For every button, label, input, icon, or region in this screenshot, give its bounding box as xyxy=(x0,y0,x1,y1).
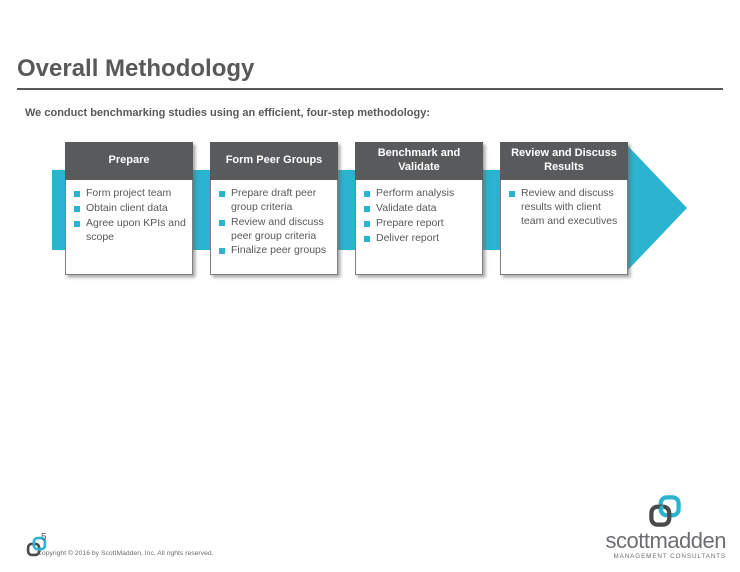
step-bullet: Perform analysis xyxy=(363,187,477,201)
step-bullet: Review and discuss results with client t… xyxy=(508,187,622,229)
scottmadden-logo: scottmadden MANAGEMENT CONSULTANTS xyxy=(605,494,727,561)
step-bullet: Review and discuss peer group criteria xyxy=(218,216,332,244)
step-bullet-list: Prepare draft peer group criteria Review… xyxy=(211,179,337,274)
step-bullet: Agree upon KPIs and scope xyxy=(73,217,187,245)
step-bullet-text: Obtain client data xyxy=(86,201,168,214)
step-bullet-text: Review and discuss results with client t… xyxy=(521,187,618,227)
step-header: Benchmark and Validate xyxy=(355,142,483,180)
step-bullet-text: Finalize peer groups xyxy=(231,244,327,257)
bullet-square-icon xyxy=(364,220,370,227)
process-arrow-head-icon xyxy=(627,145,687,271)
step-bullet-text: Prepare report xyxy=(376,216,444,229)
slide-subtitle: We conduct benchmarking studies using an… xyxy=(25,107,430,119)
step-bullet: Validate data xyxy=(363,202,477,216)
step-bullet-text: Perform analysis xyxy=(376,187,455,199)
step-box-review-discuss: Review and Discuss Results Review and di… xyxy=(500,142,628,275)
step-bullet: Prepare draft peer group criteria xyxy=(218,187,332,215)
step-bullet-text: Review and discuss peer group criteria xyxy=(231,215,324,242)
bullet-square-icon xyxy=(364,191,370,197)
step-bullet: Deliver report xyxy=(363,232,477,246)
bullet-square-icon xyxy=(74,191,80,197)
step-bullet-list: Perform analysis Validate data Prepare r… xyxy=(356,179,482,274)
bullet-square-icon xyxy=(219,191,225,197)
bullet-square-icon xyxy=(364,235,370,242)
bullet-square-icon xyxy=(74,205,80,212)
step-box-form-peer-groups: Form Peer Groups Prepare draft peer grou… xyxy=(210,142,338,275)
scottmadden-mark-icon xyxy=(26,536,47,557)
step-header: Form Peer Groups xyxy=(210,142,338,180)
step-bullet-text: Prepare draft peer group criteria xyxy=(231,187,317,213)
step-header: Review and Discuss Results xyxy=(500,142,628,180)
step-box-prepare: Prepare Form project team Obtain client … xyxy=(65,142,193,275)
bullet-square-icon xyxy=(219,219,225,226)
bullet-square-icon xyxy=(74,220,80,227)
copyright-text: Copyright © 2016 by ScottMadden, Inc. Al… xyxy=(37,550,214,557)
step-bullet-text: Form project team xyxy=(86,187,172,199)
brand-name: scottmadden xyxy=(605,528,727,553)
bullet-square-icon xyxy=(509,191,515,197)
step-bullet: Form project team xyxy=(73,187,187,201)
bullet-square-icon xyxy=(364,205,370,212)
step-bullet: Prepare report xyxy=(363,217,477,231)
title-divider xyxy=(17,88,723,90)
page-title: Overall Methodology xyxy=(17,55,255,82)
step-bullet: Finalize peer groups xyxy=(218,244,332,258)
page-number: 5 xyxy=(41,532,47,543)
step-bullet-text: Validate data xyxy=(376,201,437,214)
step-bullet-text: Agree upon KPIs and scope xyxy=(86,216,186,243)
step-bullet: Obtain client data xyxy=(73,202,187,216)
brand-tagline: MANAGEMENT CONSULTANTS xyxy=(613,553,726,561)
bullet-square-icon xyxy=(219,248,225,255)
scottmadden-logo-icon xyxy=(649,495,681,527)
step-box-benchmark-validate: Benchmark and Validate Perform analysis … xyxy=(355,142,483,275)
step-header: Prepare xyxy=(65,142,193,180)
step-bullet-list: Review and discuss results with client t… xyxy=(501,179,627,274)
step-bullet-text: Deliver report xyxy=(376,231,440,244)
step-bullet-list: Form project team Obtain client data Agr… xyxy=(66,179,192,274)
